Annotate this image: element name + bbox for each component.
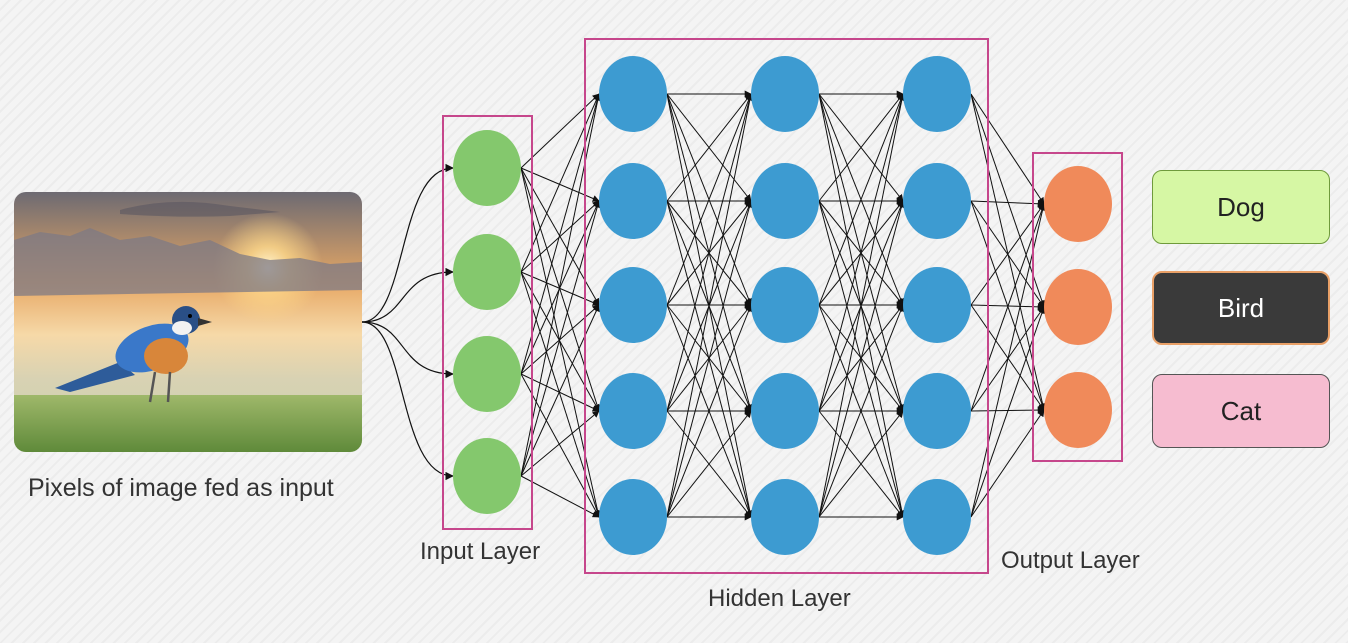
hidden-to-hidden-edge [818,93,904,202]
hidden-to-hidden-edge [666,93,753,412]
hidden-to-hidden-edge [818,304,904,518]
image-to-input-edge [361,321,454,481]
hidden-to-hidden-edge [666,304,752,518]
hidden-neuron [903,163,971,239]
hidden-to-hidden-edge [666,410,752,518]
image-to-input-edge [361,163,454,323]
hidden-to-hidden-edge [666,200,753,518]
input-neuron [453,234,521,310]
hidden-neuron [599,56,667,132]
class-bird-box: Bird [1152,271,1330,345]
bird-illustration [55,306,212,403]
output-neuron [1044,166,1112,242]
output-neuron [1044,372,1112,448]
hidden-to-output-edge [970,306,1046,518]
hidden-neuron [751,56,819,132]
hidden-to-output-edge [970,203,1046,412]
input-neuron [453,130,521,206]
hidden-neuron [751,373,819,449]
hidden-to-output-edge [970,93,1045,205]
neurons [453,56,1112,555]
input-layer-frame [442,115,533,530]
hidden-neuron [903,479,971,555]
input-photo [14,192,362,452]
hidden-neuron [751,267,819,343]
class-dog-box: Dog [1152,170,1330,244]
image-to-input-edge [361,267,454,323]
hidden-neuron [751,163,819,239]
input-image-caption: Pixels of image fed as input [28,474,334,502]
hidden-to-output-edge [970,203,1045,306]
hidden-to-output-edge [970,304,1045,411]
hidden-to-hidden-edge [818,93,906,518]
hidden-neuron [599,479,667,555]
hidden-to-output-edge [970,93,1046,411]
hidden-neuron [903,56,971,132]
image-to-input-edge [361,321,454,379]
hidden-neuron [599,373,667,449]
hidden-to-hidden-edge [818,200,905,518]
hidden-to-hidden-edge [818,93,904,306]
output-layer-frame [1032,152,1123,462]
hidden-layer-label: Hidden Layer [708,585,851,612]
input-layer-label: Input Layer [420,538,541,565]
hidden-layer-frame [584,38,989,574]
input-neuron [453,438,521,514]
hidden-to-output-edge [970,203,1046,518]
hidden-neuron [903,373,971,449]
output-neuron [1044,269,1112,345]
hidden-neuron [903,267,971,343]
hidden-to-output-edge [970,93,1046,308]
hidden-to-hidden-edge [666,93,752,202]
hidden-to-hidden-edge [666,93,752,306]
class-cat-box: Cat [1152,374,1330,448]
input-neuron [453,336,521,412]
hidden-to-hidden-edge [818,93,905,412]
hidden-neuron [751,479,819,555]
hidden-to-hidden-edge [666,93,754,518]
hidden-to-output-edge [970,409,1045,518]
hidden-to-output-edge [970,200,1045,208]
output-layer-label: Output Layer [1001,547,1140,574]
hidden-to-hidden-edge [818,410,904,518]
hidden-neuron [599,267,667,343]
hidden-neuron [599,163,667,239]
